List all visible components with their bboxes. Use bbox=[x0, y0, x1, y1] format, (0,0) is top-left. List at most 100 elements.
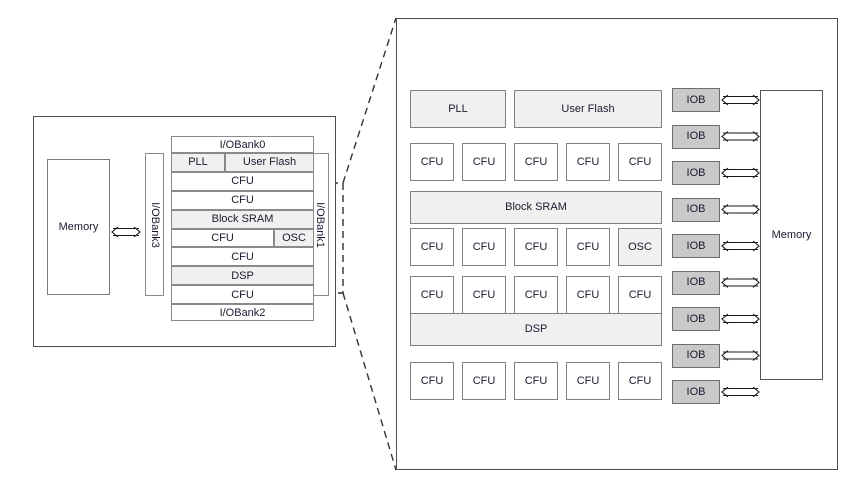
detail-cell-cfu-r3c0[interactable]: CFU bbox=[410, 228, 454, 266]
detail-cell-cfu-r3c2[interactable]: CFU bbox=[514, 228, 558, 266]
detail-cell-label: CFU bbox=[420, 374, 444, 387]
left-iobank3[interactable]: I/OBank3 bbox=[145, 153, 164, 296]
detail-cell-cfu-r1c0[interactable]: CFU bbox=[410, 143, 454, 181]
iob-block-2[interactable]: IOB bbox=[672, 124, 720, 149]
detail-cell-label: DSP bbox=[524, 323, 548, 335]
detail-cell-pll[interactable]: PLL bbox=[410, 90, 506, 128]
detail-cell-cfu-r1c2[interactable]: CFU bbox=[514, 143, 558, 181]
detail-cell-cfu-r4c3[interactable]: CFU bbox=[566, 276, 610, 314]
left-cell-osc-r4c1[interactable]: OSC bbox=[274, 228, 314, 248]
left-iobank2[interactable]: I/OBank2 bbox=[171, 304, 314, 321]
left-cell-label: User Flash bbox=[242, 156, 297, 169]
detail-cell-cfu-r6c0[interactable]: CFU bbox=[410, 362, 454, 400]
left-iobank2-label: I/OBank2 bbox=[219, 306, 266, 319]
detail-cell-label: Block SRAM bbox=[505, 201, 567, 213]
left-cell-label: Block SRAM bbox=[211, 213, 274, 226]
iob-memory-arrow-1 bbox=[721, 94, 760, 106]
iob-block-7[interactable]: IOB bbox=[672, 307, 720, 331]
detail-cell-label: CFU bbox=[524, 240, 548, 253]
detail-cell-label: CFU bbox=[420, 240, 444, 253]
detail-cell-label: CFU bbox=[472, 288, 496, 301]
detail-cell-label: CFU bbox=[524, 374, 548, 387]
iob-memory-arrow-6 bbox=[721, 277, 760, 288]
iob-block-9[interactable]: IOB bbox=[672, 380, 720, 404]
iob-block-6[interactable]: IOB bbox=[672, 270, 720, 295]
detail-cell-label: CFU bbox=[524, 155, 548, 168]
right-memory-block[interactable]: Memory bbox=[760, 90, 823, 380]
detail-cell-cfu-r1c3[interactable]: CFU bbox=[566, 143, 610, 181]
left-cell-label: CFU bbox=[231, 175, 254, 188]
detail-cell-label: CFU bbox=[576, 374, 600, 387]
left-iobank0-label: I/OBank0 bbox=[219, 138, 266, 151]
detail-cell-dsp[interactable]: DSP bbox=[410, 313, 662, 346]
left-cell-dsp-r6c0[interactable]: DSP bbox=[171, 266, 314, 286]
detail-cell-cfu-r6c4[interactable]: CFU bbox=[618, 362, 662, 400]
detail-cell-label: CFU bbox=[420, 288, 444, 301]
detail-cell-label: CFU bbox=[576, 240, 600, 253]
iob-column: IOB IOB IOB IOB IOB IOB IOB IOB IOB bbox=[672, 88, 720, 404]
left-cell-cfu-r4c0[interactable]: CFU bbox=[171, 228, 274, 248]
iob-block-1[interactable]: IOB bbox=[672, 88, 720, 112]
detail-cell-label: PLL bbox=[448, 102, 468, 115]
left-memory-block[interactable]: Memory bbox=[47, 159, 110, 295]
left-cell-label: CFU bbox=[231, 288, 254, 301]
left-cell-cfu-r1c0[interactable]: CFU bbox=[171, 171, 314, 191]
iob-block-8[interactable]: IOB bbox=[672, 343, 720, 368]
iob-label: IOB bbox=[686, 276, 706, 288]
detail-cell-label: CFU bbox=[472, 240, 496, 253]
iob-block-5[interactable]: IOB bbox=[672, 234, 720, 258]
detail-cell-osc-r3c4[interactable]: OSC bbox=[618, 228, 662, 266]
iob-label: IOB bbox=[686, 130, 706, 142]
iob-label: IOB bbox=[686, 349, 706, 361]
left-cell-cfu-r2c0[interactable]: CFU bbox=[171, 190, 314, 210]
detail-cell-cfu-r1c4[interactable]: CFU bbox=[618, 143, 662, 181]
detail-cell-label: CFU bbox=[628, 155, 652, 168]
iob-block-4[interactable]: IOB bbox=[672, 197, 720, 222]
detail-cell-cfu-r4c2[interactable]: CFU bbox=[514, 276, 558, 314]
left-cell-label: CFU bbox=[211, 231, 234, 244]
detail-cell-label: CFU bbox=[628, 288, 652, 301]
detail-cell-cfu-r1c1[interactable]: CFU bbox=[462, 143, 506, 181]
iob-label: IOB bbox=[686, 312, 706, 325]
iob-memory-arrow-2 bbox=[721, 131, 760, 142]
detail-cell-label: CFU bbox=[472, 155, 496, 168]
left-cell-label: CFU bbox=[231, 250, 254, 263]
left-memory-label: Memory bbox=[58, 220, 99, 233]
iob-memory-arrow-4 bbox=[721, 204, 760, 215]
detail-cell-label: CFU bbox=[576, 155, 600, 168]
detail-cell-label: CFU bbox=[472, 374, 496, 387]
detail-cell-cfu-r6c1[interactable]: CFU bbox=[462, 362, 506, 400]
left-cell-cfu-r7c0[interactable]: CFU bbox=[171, 285, 314, 304]
right-memory-label: Memory bbox=[771, 228, 812, 241]
left-cell-user-flash-r0c1[interactable]: User Flash bbox=[225, 153, 314, 172]
detail-cell-cfu-r3c3[interactable]: CFU bbox=[566, 228, 610, 266]
left-cell-block-sram-r3c0[interactable]: Block SRAM bbox=[171, 209, 314, 229]
iob-memory-arrow-9 bbox=[721, 386, 760, 398]
iob-block-3[interactable]: IOB bbox=[672, 161, 720, 185]
detail-cell-cfu-r6c3[interactable]: CFU bbox=[566, 362, 610, 400]
detail-cell-label: User Flash bbox=[561, 102, 615, 115]
detail-cell-block-sram[interactable]: Block SRAM bbox=[410, 191, 662, 224]
left-cell-label: PLL bbox=[188, 156, 208, 169]
left-cell-cfu-r5c0[interactable]: CFU bbox=[171, 247, 314, 267]
detail-cell-label: CFU bbox=[420, 155, 444, 168]
left-cell-label: OSC bbox=[282, 231, 306, 244]
detail-cell-cfu-r4c0[interactable]: CFU bbox=[410, 276, 454, 314]
iob-memory-arrow-8 bbox=[721, 350, 760, 361]
left-cell-pll-r0c0[interactable]: PLL bbox=[171, 153, 225, 172]
iob-label: IOB bbox=[686, 385, 706, 398]
detail-cell-cfu-r4c4[interactable]: CFU bbox=[618, 276, 662, 314]
iob-label: IOB bbox=[686, 166, 706, 179]
detail-cell-cfu-r3c1[interactable]: CFU bbox=[462, 228, 506, 266]
detail-cell-label: CFU bbox=[524, 288, 548, 301]
iob-label: IOB bbox=[686, 203, 706, 215]
left-iobank0[interactable]: I/OBank0 bbox=[171, 136, 314, 153]
detail-cell-cfu-r4c1[interactable]: CFU bbox=[462, 276, 506, 314]
detail-cell-user-flash[interactable]: User Flash bbox=[514, 90, 662, 128]
detail-cell-cfu-r6c2[interactable]: CFU bbox=[514, 362, 558, 400]
iob-label: IOB bbox=[686, 239, 706, 252]
